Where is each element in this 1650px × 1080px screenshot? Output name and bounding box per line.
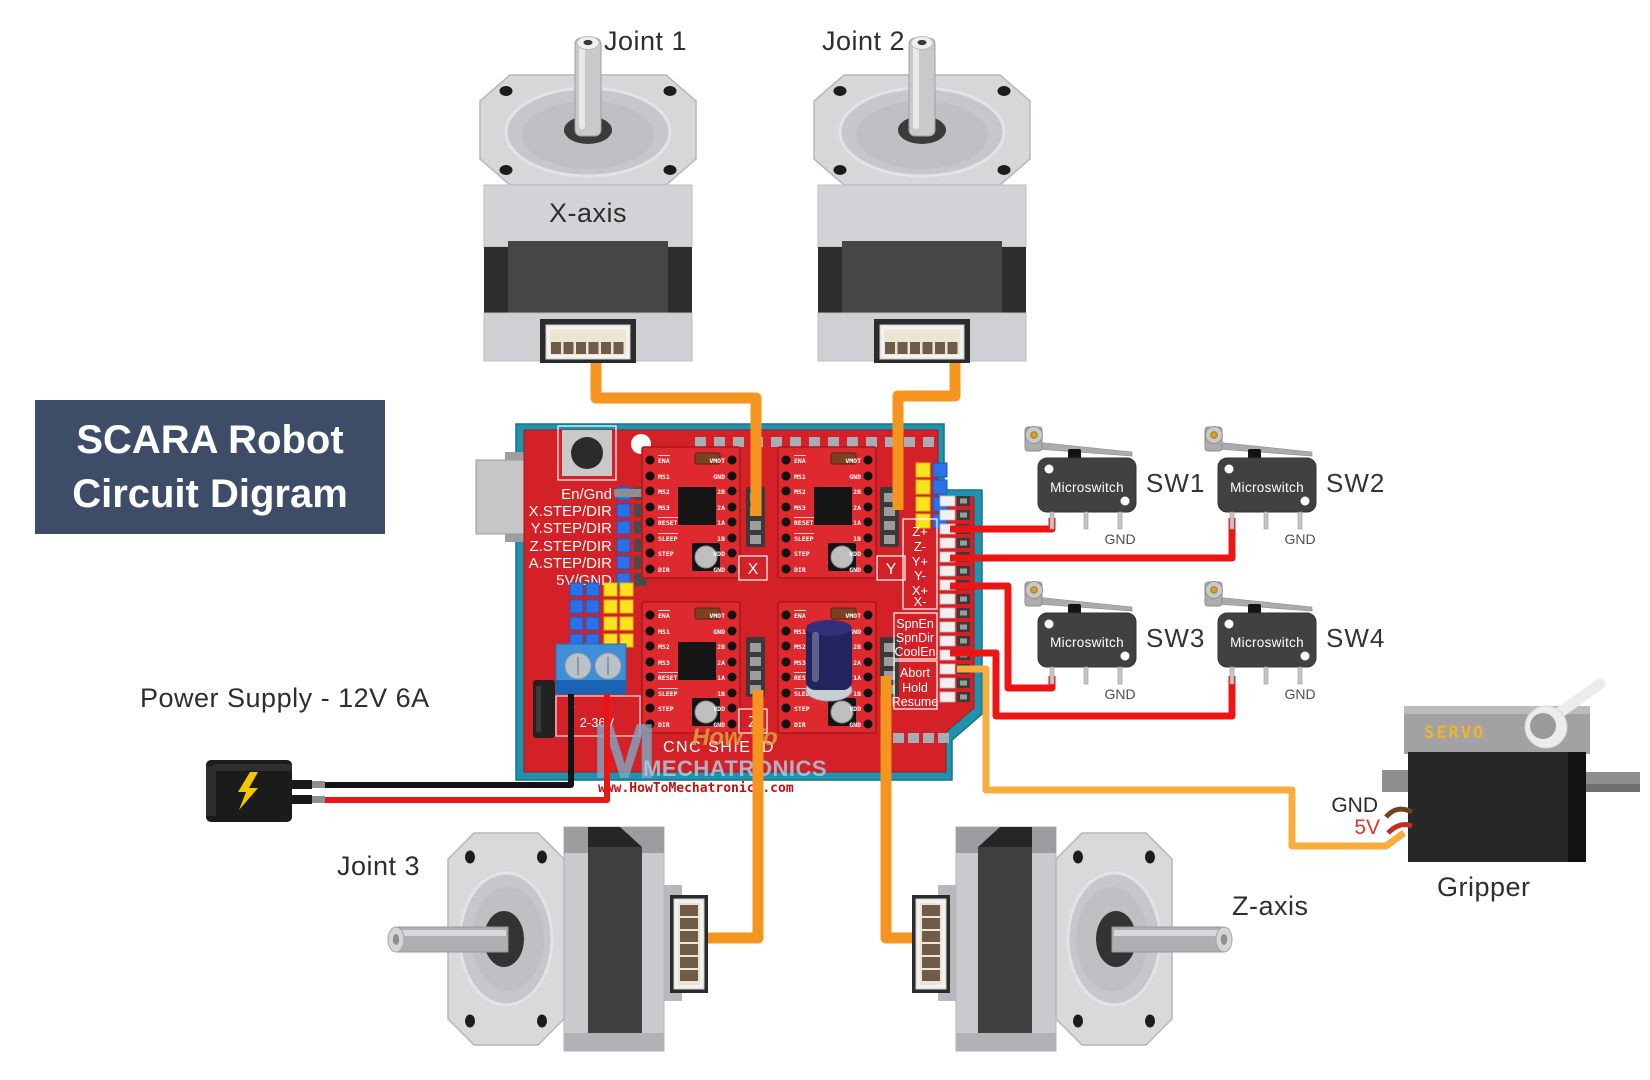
- wire-shield-to-servo: [957, 665, 1407, 850]
- watermark-url: www.HowToMechatronics.com: [598, 781, 794, 796]
- gripper-label: Gripper: [1437, 872, 1531, 902]
- watermark-howto: How To: [692, 724, 778, 751]
- wires: [324, 352, 1407, 944]
- sw4-label: SW4: [1326, 623, 1385, 653]
- endstop-label: Z+: [912, 524, 928, 539]
- control-label: Abort: [900, 666, 930, 680]
- microswitch-sw2: SW2: [1204, 426, 1385, 548]
- title-box: SCARA Robot Circuit Digram: [35, 400, 385, 534]
- pin-label: X.STEP/DIR: [529, 503, 613, 520]
- wire-coolen-to-sw4: [950, 649, 1236, 720]
- wire-joint3-to-z-driver: [690, 690, 764, 944]
- spindle-label: CoolEn: [895, 645, 936, 659]
- wire-joint1-to-x-driver: [590, 352, 762, 516]
- spindle-label: SpnEn: [896, 617, 934, 631]
- wire-yplus-to-sw2: [950, 518, 1236, 562]
- servo-body: [1408, 752, 1586, 862]
- sw1-label: SW1: [1146, 468, 1205, 498]
- spindle-label: SpnDir: [896, 631, 934, 645]
- pin-label: En/Gnd: [561, 486, 612, 503]
- wire-power-red: [324, 694, 610, 803]
- zaxis-label: Z-axis: [1232, 891, 1309, 921]
- watermark-m: M: [592, 707, 657, 795]
- motor-axis-label: X-axis: [549, 198, 627, 228]
- endstop-label: Z-: [914, 539, 926, 554]
- wire-power-black: [324, 694, 574, 788]
- joint3-label: Joint 3: [337, 851, 420, 881]
- reset-button: [557, 425, 617, 481]
- spindle-label-box: SpnEn SpnDir CoolEn: [893, 612, 938, 660]
- servo-brand-label: SERVO: [1424, 723, 1485, 743]
- jumper-grid-left: [569, 582, 634, 648]
- power-supply: Power Supply - 12V 6A: [140, 683, 430, 822]
- title-line2: Circuit Digram: [72, 472, 348, 516]
- servo-gnd-wire: [1384, 806, 1414, 819]
- servo-gripper: SERVO GND 5V Gripper: [1331, 678, 1640, 902]
- endstop-label: Y+: [912, 554, 928, 569]
- pin-label: Y.STEP/DIR: [531, 520, 613, 537]
- z-output-header: [746, 637, 765, 697]
- microswitch-sw3: SW3: [1024, 581, 1205, 703]
- power-terminal: - + 2-36V: [555, 643, 641, 737]
- servo-5v-wire: [1386, 822, 1413, 835]
- servo-5v-label: 5V: [1354, 816, 1380, 839]
- stepper-motor-joint1: X-axis Joint 1: [478, 26, 698, 365]
- left-pin-labels: En/Gnd X.STEP/DIR Y.STEP/DIR Z.STEP/DIR …: [529, 486, 613, 589]
- power-supply-label: Power Supply - 12V 6A: [140, 683, 430, 713]
- pin-label: Z.STEP/DIR: [529, 538, 612, 555]
- wire-joint2-to-y-driver: [892, 352, 961, 510]
- servo-tab-left: [1382, 770, 1408, 792]
- control-label: Hold: [902, 681, 928, 695]
- microswitch-sw4: SW4: [1204, 581, 1385, 703]
- stepper-motor-joint2: Joint 2: [812, 26, 1032, 365]
- sw2-label: SW2: [1326, 468, 1385, 498]
- slot-label-x: X: [748, 561, 759, 578]
- endstop-label: X+: [912, 583, 928, 598]
- stepper-motor-zaxis: Z-axis: [910, 825, 1309, 1053]
- jumper-cap: [614, 489, 650, 497]
- shield-name: CNC SHIELD: [663, 739, 775, 756]
- slot-label-y: Y: [886, 561, 897, 578]
- lightning-bolt-icon: [238, 772, 258, 810]
- driver-module-x: [641, 446, 741, 579]
- electrolytic-capacitor: [805, 620, 853, 702]
- endstop-label-box: Z+ Z- Y+ Y- X+ X-: [902, 518, 938, 610]
- pin-label: A.STEP/DIR: [529, 555, 613, 572]
- title-line1: SCARA Robot: [76, 418, 343, 462]
- stepper-motor-joint3: Joint 3: [337, 825, 710, 1053]
- joint2-label: Joint 2: [822, 26, 905, 56]
- sw3-label: SW3: [1146, 623, 1205, 653]
- endstop-label: Y-: [914, 568, 926, 583]
- driver-module-y: [777, 446, 877, 579]
- endstop-label: X-: [914, 594, 927, 609]
- control-label-box: Abort Hold Resume: [892, 660, 939, 710]
- joint1-label: Joint 1: [604, 26, 687, 56]
- watermark-mechatronics: MECHATRONICS: [643, 756, 827, 781]
- microswitch-sw1: SW1: [1024, 426, 1205, 548]
- control-label: Resume: [892, 695, 939, 709]
- servo-gnd-label: GND: [1331, 794, 1378, 817]
